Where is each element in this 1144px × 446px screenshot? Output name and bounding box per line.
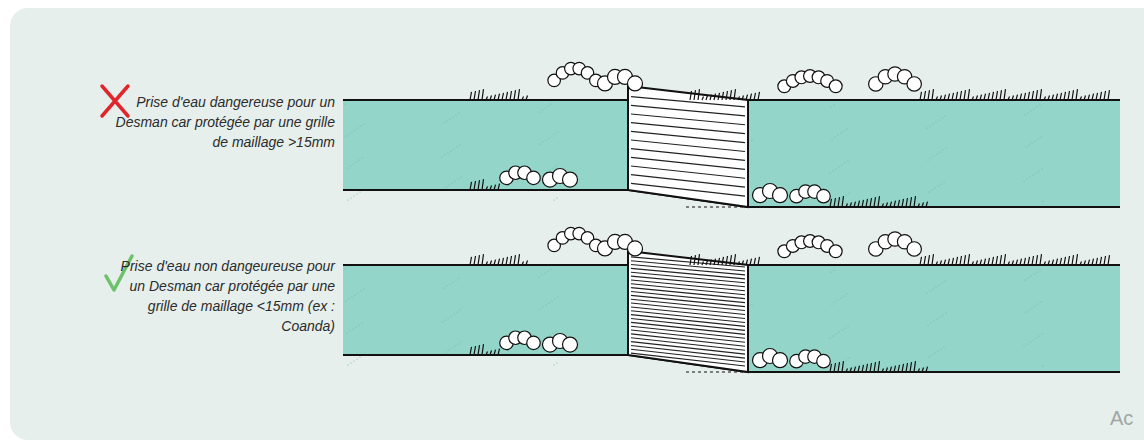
water-channel bbox=[343, 62, 1120, 207]
note-text: Prise d'eau dangereuse pour un Desman ca… bbox=[100, 92, 335, 152]
water bbox=[748, 265, 1120, 372]
label-box: Ac bbox=[1110, 408, 1140, 428]
water bbox=[343, 100, 628, 190]
cross-mark bbox=[102, 86, 128, 116]
water bbox=[748, 100, 1120, 207]
label-box: Prise d'eau non dangeureuse pour un Desm… bbox=[120, 256, 335, 336]
water-channel bbox=[343, 227, 1120, 372]
label-box: Prise d'eau dangereuse pour un Desman ca… bbox=[100, 92, 335, 152]
watermark: Ac bbox=[1110, 408, 1140, 428]
water bbox=[343, 265, 628, 355]
note-text: Prise d'eau non dangeureuse pour un Desm… bbox=[120, 256, 335, 336]
intake-grid bbox=[628, 86, 748, 207]
vegetation bbox=[470, 62, 1110, 207]
intake-grid bbox=[628, 251, 748, 372]
vegetation bbox=[470, 227, 1110, 372]
background-panel bbox=[10, 8, 1144, 440]
